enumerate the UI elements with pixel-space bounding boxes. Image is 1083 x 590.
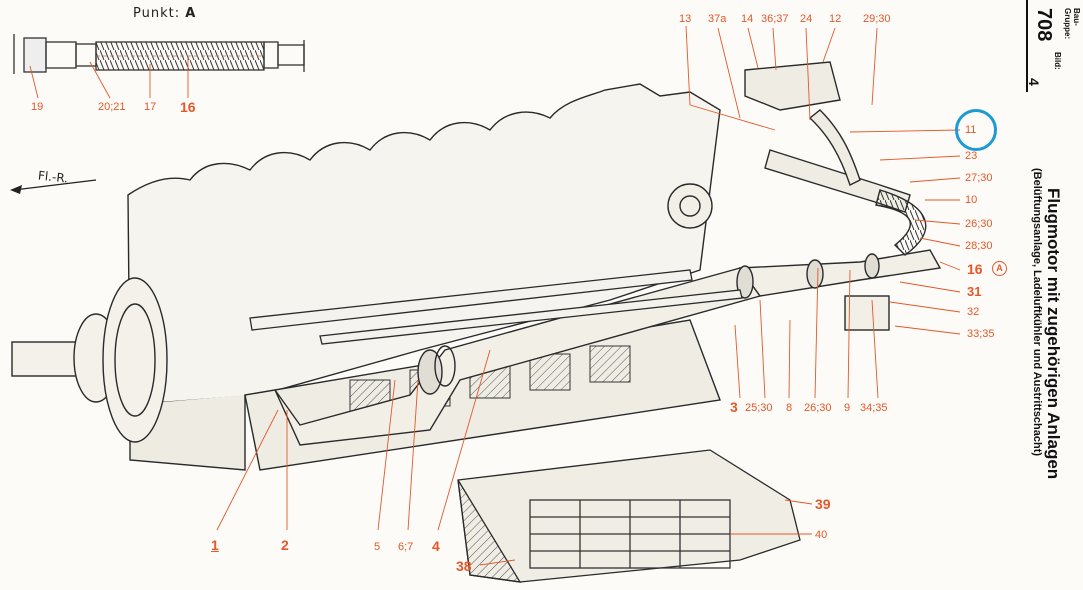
- inset-title: Punkt: A: [133, 6, 196, 21]
- highlight-circle: [955, 109, 997, 151]
- callout-inset-17: 17: [144, 101, 157, 113]
- callout-13: 13: [679, 13, 692, 25]
- callout-29-30: 29;30: [863, 13, 891, 25]
- intercooler: [457, 449, 801, 583]
- bild-number: 4: [1026, 78, 1042, 86]
- sidebar-title: Flugmotor mit zugehörigen Anlagen: [1044, 188, 1063, 480]
- callout-16: 16: [967, 261, 983, 277]
- rods: [249, 269, 743, 345]
- callout-25-30: 25;30: [745, 402, 773, 414]
- callout-34-35: 34;35: [860, 402, 888, 414]
- callout-26-30-bottom: 26;30: [804, 402, 832, 414]
- leader-lines: [216, 25, 961, 566]
- callout-23: 23: [965, 150, 978, 162]
- callout-14: 14: [741, 13, 754, 25]
- callout-27-30: 27;30: [965, 172, 993, 184]
- callout-1: 1: [211, 537, 219, 553]
- direction-arrow: [10, 179, 97, 194]
- callout-4: 4: [432, 538, 440, 554]
- propeller-hub: [11, 277, 168, 443]
- callout-36-37: 36;37: [761, 13, 789, 25]
- callout-circle-a: A: [992, 261, 1007, 276]
- callout-3: 3: [730, 399, 738, 415]
- callout-38: 38: [456, 558, 472, 574]
- inset-title-prefix: Punkt:: [133, 6, 181, 21]
- callout-5: 5: [374, 541, 381, 553]
- callout-9: 9: [844, 402, 851, 414]
- callout-inset-16: 16: [180, 99, 196, 115]
- callout-31: 31: [967, 284, 982, 299]
- callout-6-7: 6;7: [398, 541, 414, 553]
- callout-inset-19: 19: [31, 101, 44, 113]
- callout-24: 24: [800, 13, 813, 25]
- callout-37a: 37a: [708, 13, 727, 25]
- callout-40: 40: [815, 529, 828, 541]
- callout-2: 2: [281, 537, 289, 553]
- direction-label: Fl.-R.: [37, 168, 69, 186]
- callout-12: 12: [829, 13, 842, 25]
- inset-title-letter: A: [185, 6, 197, 21]
- air-duct: [274, 249, 942, 446]
- sidebar-subtitle: (Belüftungsanlage, Ladeluftkühler und Au…: [1031, 168, 1043, 457]
- inset-hose: [13, 34, 305, 99]
- callout-inset-20-21: 20;21: [98, 101, 126, 113]
- bau-gruppe-label: Bau- Gruppe:: [1063, 8, 1081, 40]
- sidebar: Bau- Gruppe: Bild: 708 4 Flugmotor mit z…: [1005, 0, 1083, 590]
- header-rule: [1026, 0, 1028, 92]
- callout-10: 10: [965, 194, 978, 206]
- group-number: 708: [1033, 8, 1055, 42]
- callout-39: 39: [815, 496, 831, 512]
- callout-28-30: 28;30: [965, 240, 993, 252]
- ventilation-hoses: [667, 61, 927, 256]
- callout-8: 8: [786, 402, 793, 414]
- callout-33-35: 33;35: [967, 328, 995, 340]
- sidebar-header: Bau- Gruppe: Bild: 708 4: [1006, 0, 1083, 92]
- callout-32: 32: [967, 306, 980, 318]
- callout-26-30: 26;30: [965, 218, 993, 230]
- bild-label: Bild:: [1053, 52, 1062, 70]
